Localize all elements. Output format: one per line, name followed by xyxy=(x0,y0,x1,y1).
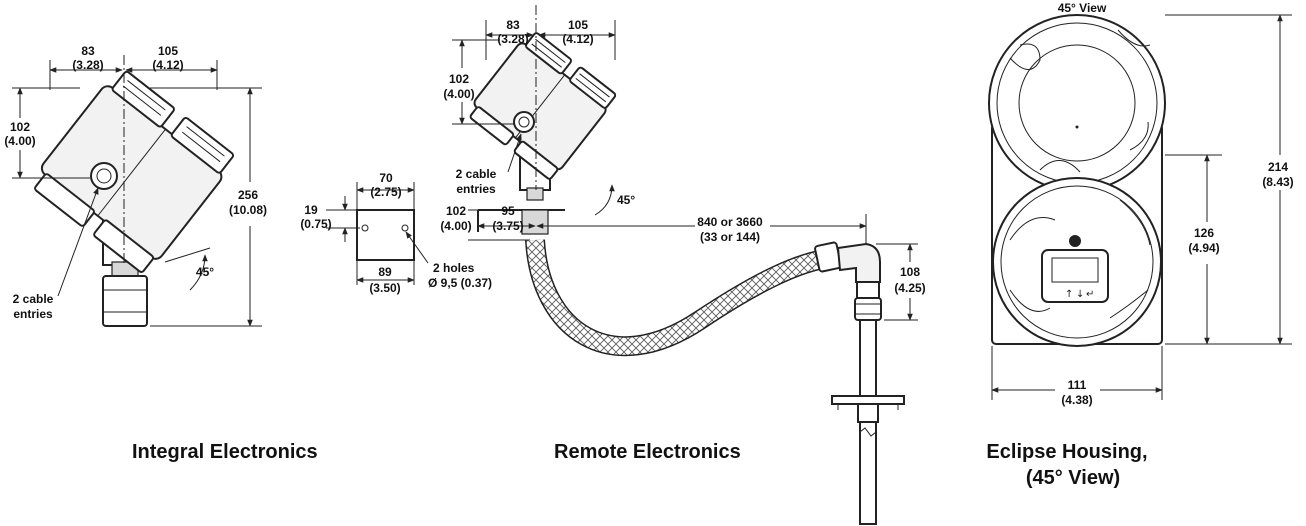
integral-dim-width-left: 83 xyxy=(81,44,95,58)
housing-key-down-icon: ↓ xyxy=(1076,289,1084,300)
remote-probe-upper xyxy=(859,319,877,397)
integral-housing-head xyxy=(34,70,235,273)
housing-dim-total-height-in: (8.43) xyxy=(1262,175,1293,189)
remote-cable-label-2: entries xyxy=(456,182,496,196)
integral-process-fitting xyxy=(102,275,148,327)
bracket-plate xyxy=(356,209,415,261)
caption-housing-line2: (45° View) xyxy=(1026,467,1120,489)
remote-dim-mount-offset: 95 xyxy=(501,204,515,218)
housing-upper-cover xyxy=(988,14,1166,192)
integral-cable-label-2: entries xyxy=(13,307,53,321)
remote-cable-entry xyxy=(513,111,535,133)
integral-cable-label-1: 2 cable xyxy=(13,292,54,306)
integral-dim-width-left-in: (3.28) xyxy=(72,58,103,72)
remote-angle-label: 45° xyxy=(617,193,635,207)
bracket-dim-width: 70 xyxy=(379,171,393,185)
integral-angle-label: 45° xyxy=(196,265,214,279)
bracket-dim-hole-offset-in: (0.75) xyxy=(300,217,331,231)
bracket-holes-label-2: Ø 9,5 (0.37) xyxy=(428,276,492,290)
bracket-hole-right xyxy=(401,224,409,232)
integral-dim-width-right: 105 xyxy=(158,44,178,58)
integral-dim-total-height-in: (10.08) xyxy=(229,203,267,217)
housing-dim-width-in: (4.38) xyxy=(1061,393,1092,407)
housing-view-label: 45° View xyxy=(1058,1,1107,15)
housing-dim-total-height: 214 xyxy=(1268,160,1288,174)
remote-flex-cable xyxy=(526,239,832,355)
remote-elbow-fitting xyxy=(814,241,882,321)
integral-dim-head-height-in: (4.00) xyxy=(4,134,35,148)
bracket-dim-width-in: (2.75) xyxy=(370,185,401,199)
remote-dim-elbow-height: 108 xyxy=(900,265,920,279)
housing-key-enter-icon: ↵ xyxy=(1086,289,1094,300)
remote-dim-mount-height-in: (4.00) xyxy=(440,219,471,233)
housing-dim-lower-height-in: (4.94) xyxy=(1188,241,1219,255)
housing-logo-icon xyxy=(1069,235,1081,247)
integral-dim-total-height: 256 xyxy=(238,188,258,202)
caption-housing-line1: Eclipse Housing, xyxy=(986,441,1147,463)
integral-dim-head-height: 102 xyxy=(10,120,30,134)
remote-dim-head-height: 102 xyxy=(449,72,469,86)
remote-electronics-view: 83 (3.28) 105 (4.12) 102 (4.00) 2 cable … xyxy=(440,5,926,525)
bracket-holes-label-1: 2 holes xyxy=(433,261,475,275)
bracket-dim-hole-offset: 19 xyxy=(304,203,318,217)
remote-dim-cable-length-in: (33 or 144) xyxy=(700,230,760,244)
bracket-dim-base: 89 xyxy=(378,265,392,279)
remote-dim-mount-height: 102 xyxy=(446,204,466,218)
remote-dim-width-right: 105 xyxy=(568,18,588,32)
housing-display-window xyxy=(1041,249,1109,303)
remote-probe-lower xyxy=(859,421,877,525)
eclipse-housing-view: 45° View ↑ ↓ ↵ 214 (8.43) 126 xyxy=(988,1,1294,407)
remote-dim-width-left: 83 xyxy=(506,18,520,32)
caption-remote: Remote Electronics xyxy=(554,441,741,463)
integral-dim-width-right-in: (4.12) xyxy=(152,58,183,72)
integral-electronics-view: 83 (3.28) 105 (4.12) 102 (4.00) 256 (10.… xyxy=(4,44,267,327)
remote-dim-elbow-height-in: (4.25) xyxy=(894,281,925,295)
bracket-dim-base-in: (3.50) xyxy=(369,281,400,295)
housing-key-up-icon: ↑ xyxy=(1065,289,1073,300)
remote-probe-flange xyxy=(831,395,905,405)
housing-dim-lower-height: 126 xyxy=(1194,226,1214,240)
housing-dim-width: 111 xyxy=(1068,378,1087,392)
remote-dim-width-left-in: (3.28) xyxy=(497,32,528,46)
bracket-hole-left xyxy=(361,224,369,232)
remote-dim-cable-length: 840 or 3660 xyxy=(697,215,763,229)
remote-dim-width-right-in: (4.12) xyxy=(562,32,593,46)
mounting-bracket-view: 70 (2.75) 19 (0.75) 89 (3.50) 2 holes Ø … xyxy=(300,171,492,295)
caption-integral: Integral Electronics xyxy=(132,441,318,463)
integral-cable-entry xyxy=(90,162,118,190)
remote-dim-head-height-in: (4.00) xyxy=(443,87,474,101)
remote-housing-head xyxy=(469,32,617,180)
remote-cable-label-1: 2 cable xyxy=(456,167,497,181)
remote-dim-mount-offset-in: (3.75) xyxy=(492,219,523,233)
